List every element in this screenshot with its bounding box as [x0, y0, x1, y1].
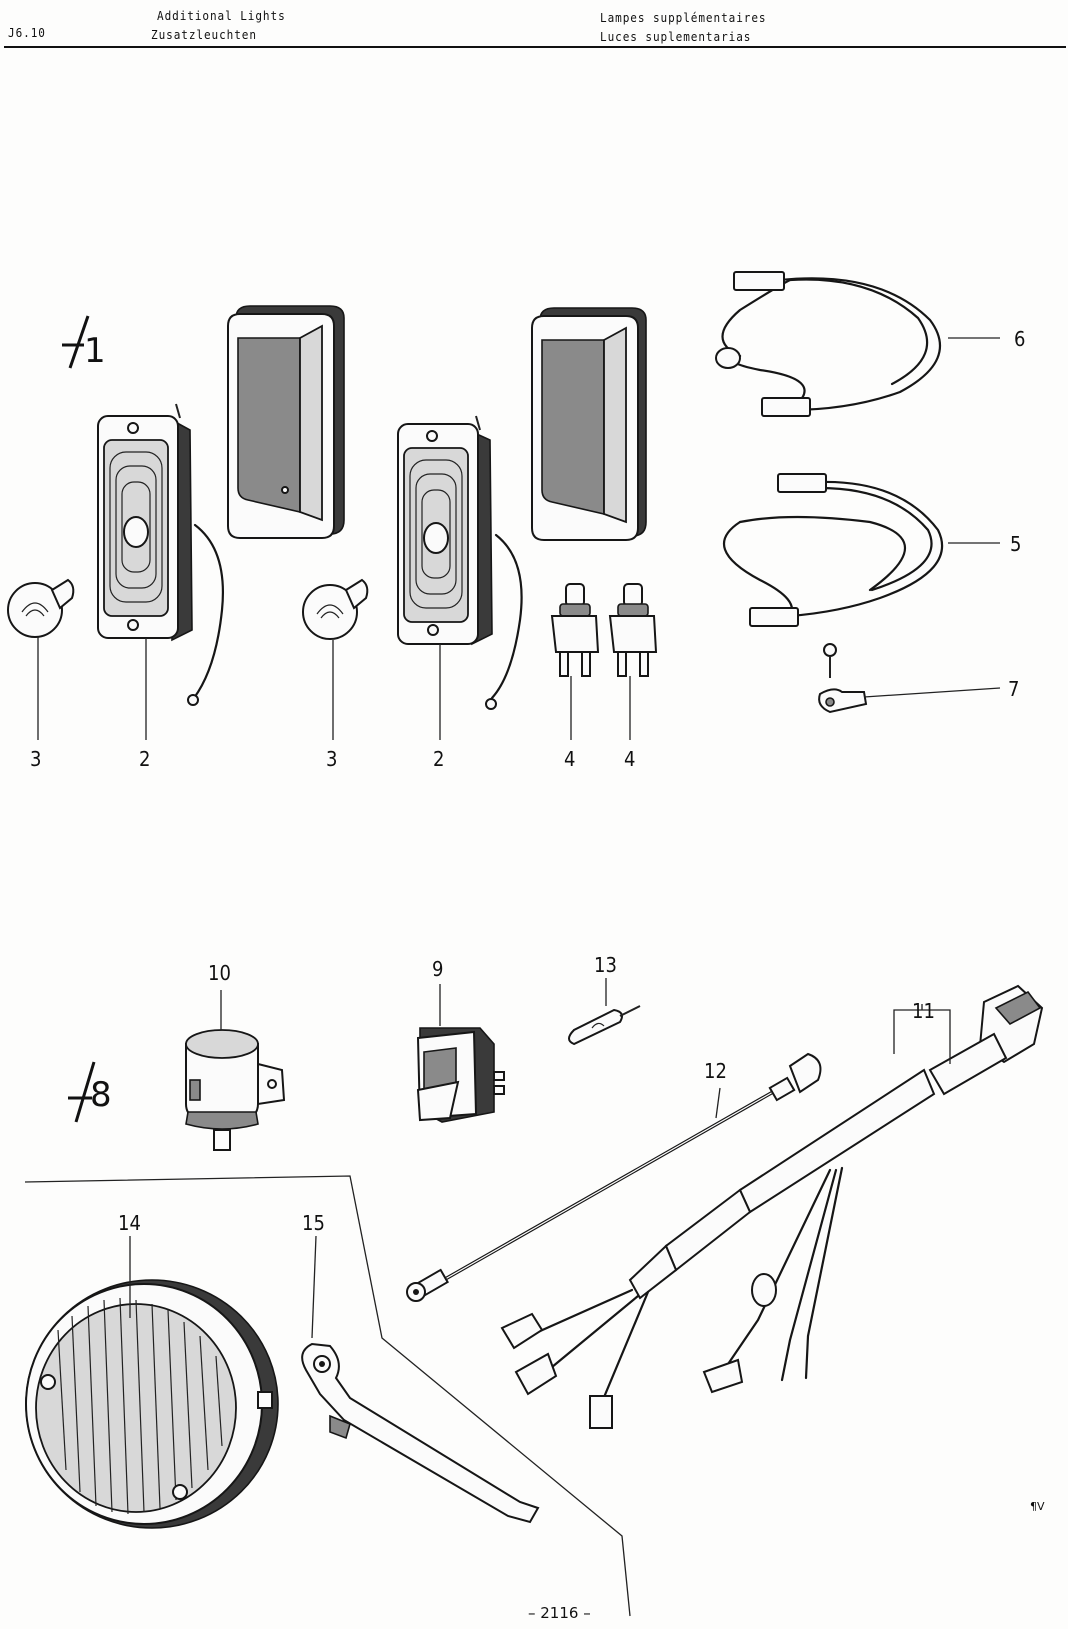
callout-4-left: 4 [564, 747, 575, 771]
section-code: J6.10 [8, 26, 46, 40]
callout-2-left: 2 [139, 747, 150, 771]
callout-2-right: 2 [433, 747, 444, 771]
cable-5-illustration [722, 473, 944, 627]
group-1-marker: 1 [62, 315, 106, 371]
group-1-number: 1 [84, 331, 106, 371]
rocker-switch-illustration [416, 1027, 505, 1123]
callout-3-left: 3 [30, 747, 41, 771]
bulb-middle-illustration [302, 578, 369, 640]
group-8-number: 8 [90, 1075, 112, 1115]
callout-5: 5 [1010, 532, 1021, 556]
mounting-bracket-illustration [301, 1342, 540, 1524]
side-lamp-left-illustration [97, 403, 224, 706]
callout-3-middle: 3 [326, 747, 337, 771]
callout-10: 10 [208, 961, 231, 985]
callout-4-right: 4 [624, 747, 635, 771]
wire-harness-illustration [500, 984, 1044, 1429]
spot-lamp-illustration [25, 1279, 279, 1529]
side-lamp-right-illustration [397, 415, 523, 710]
small-bulb-illustration [568, 1005, 641, 1046]
callout-6: 6 [1014, 327, 1025, 351]
group-8-marker: 8 [68, 1061, 112, 1123]
housing-right-illustration [531, 307, 647, 541]
callout-11: 11 [912, 999, 935, 1023]
corner-mark: ¶V [1030, 1500, 1045, 1513]
title-french: Lampes supplémentaires [600, 11, 767, 25]
callout-7: 7 [1008, 677, 1019, 701]
title-english: Additional Lights [157, 9, 286, 23]
callout-14: 14 [118, 1211, 141, 1235]
callout-15: 15 [302, 1211, 325, 1235]
title-spanish: Luces suplementarias [600, 30, 752, 44]
reference-frame-line [24, 1175, 631, 1617]
callout-13: 13 [594, 953, 617, 977]
cable-6-illustration [715, 271, 942, 417]
single-wire-illustration [406, 1052, 822, 1302]
flasher-relay-illustration [185, 1029, 286, 1151]
page-number: – 2116 – [528, 1604, 591, 1622]
switch-right-illustration [608, 583, 658, 677]
bulb-left-illustration [7, 578, 75, 638]
callout-12: 12 [704, 1059, 727, 1083]
title-german: Zusatzleuchten [151, 28, 257, 42]
callout-9: 9 [432, 957, 443, 981]
switch-left-illustration [550, 583, 600, 677]
housing-left-illustration [227, 305, 345, 539]
screw-and-clip-illustration [818, 643, 868, 714]
